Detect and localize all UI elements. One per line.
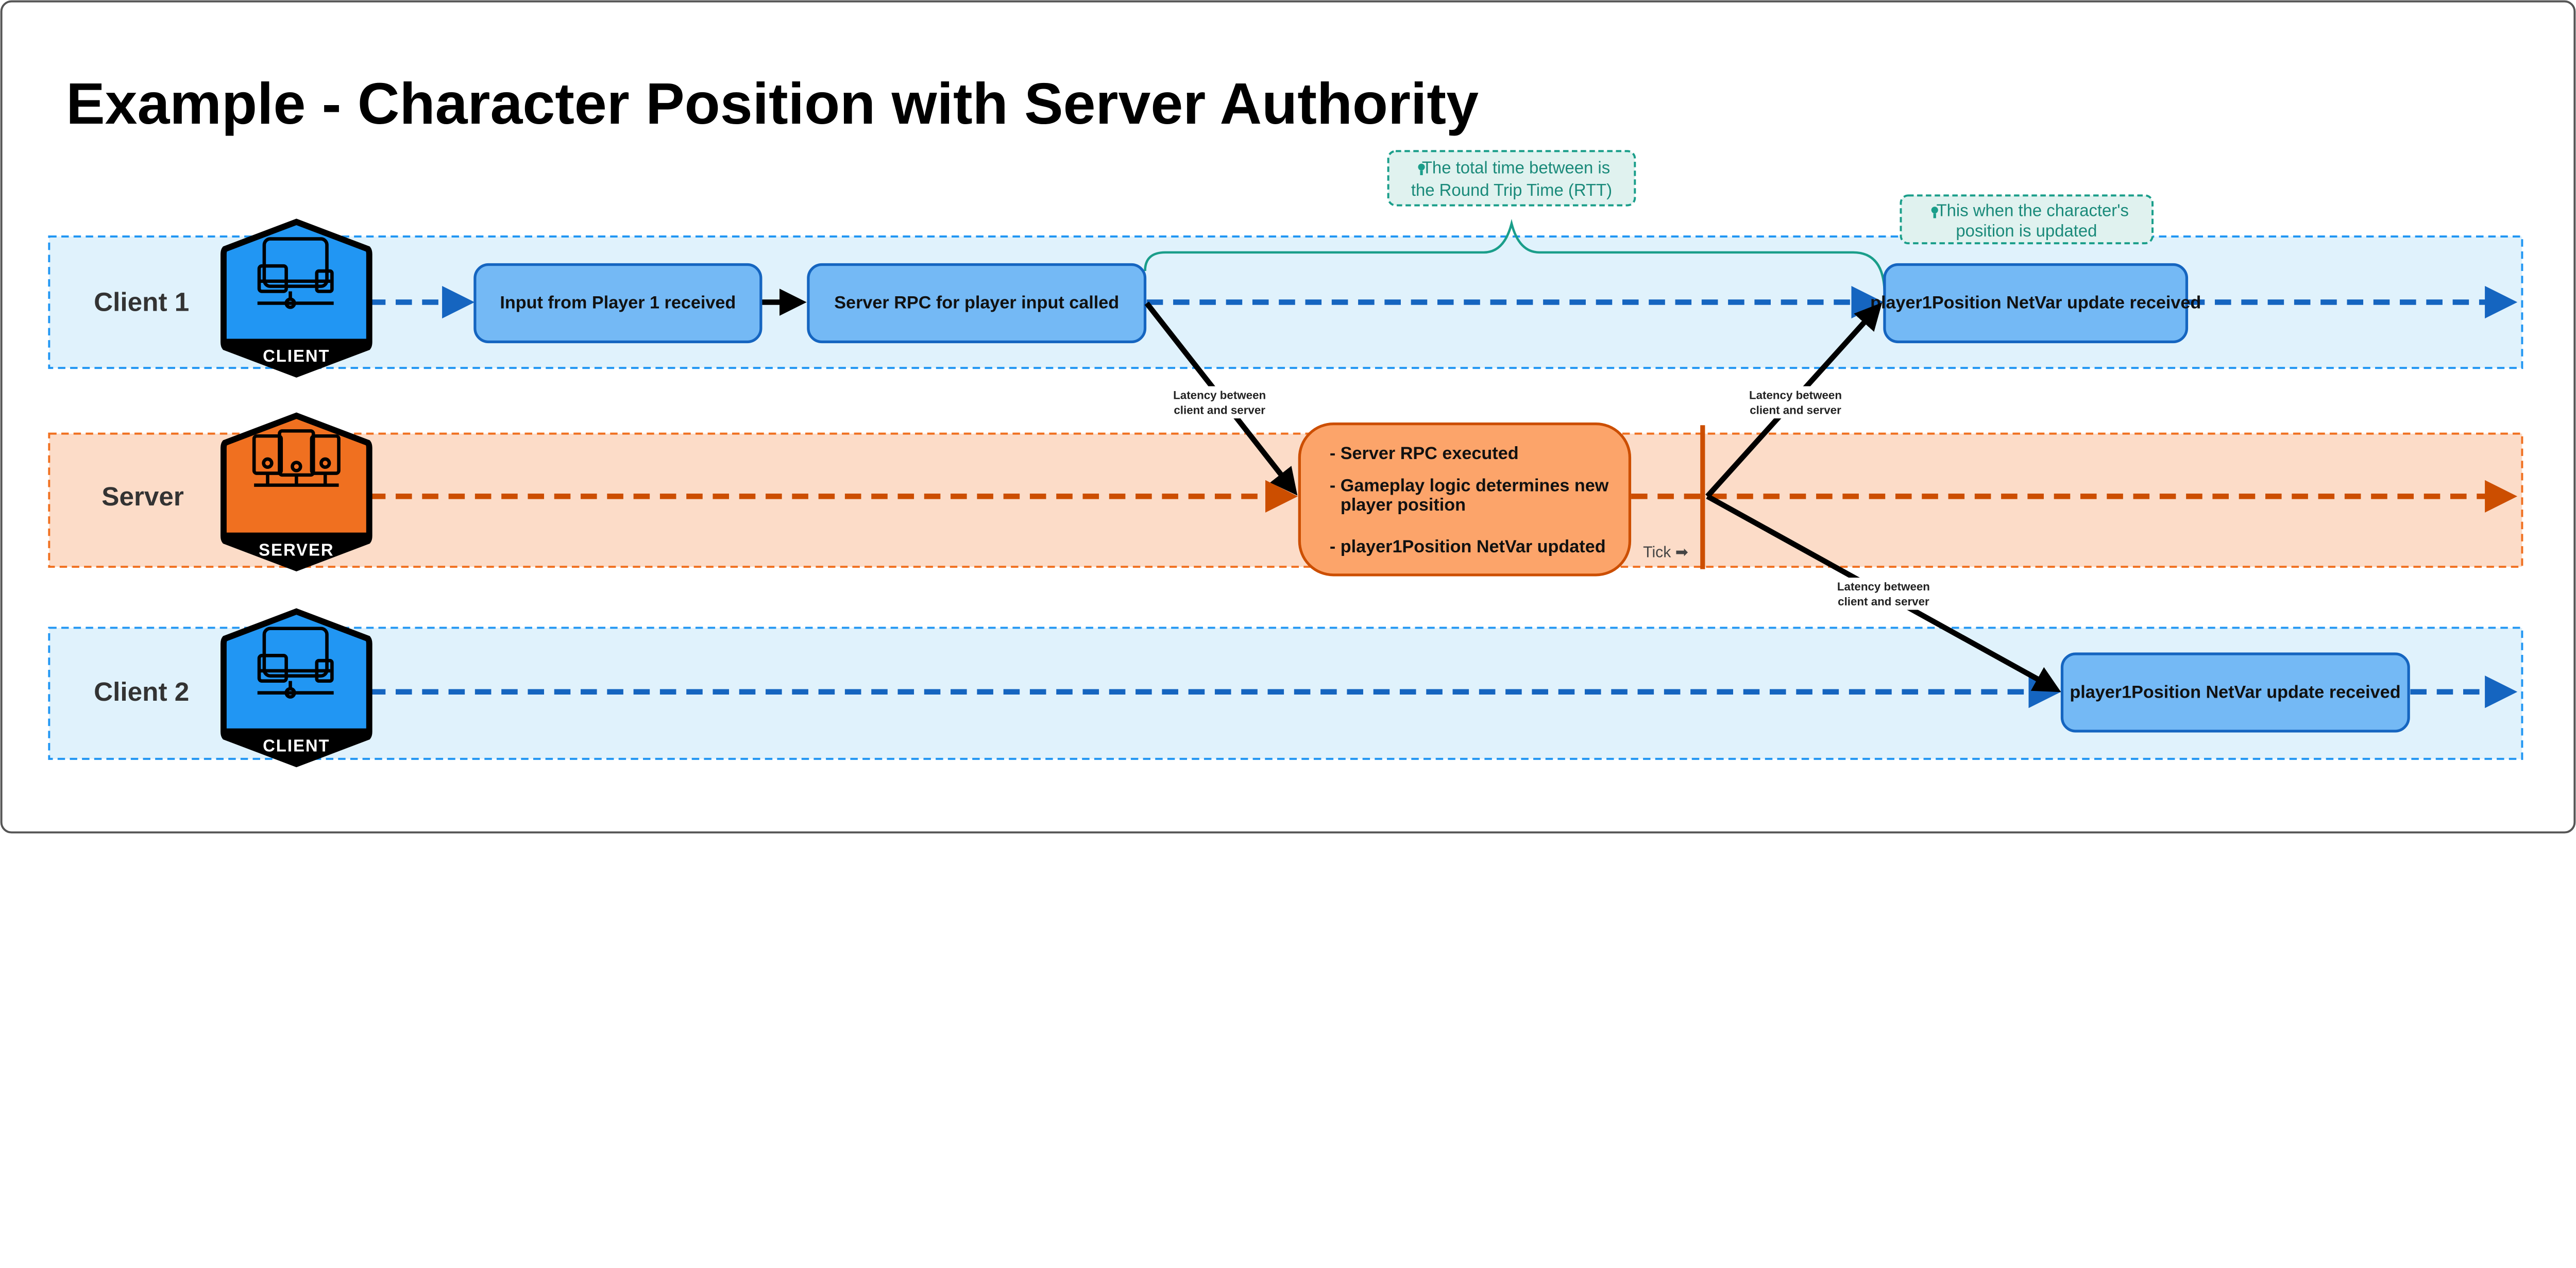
lane-label-client2: Client 2 bbox=[94, 677, 189, 706]
server-step: - Gameplay logic determines new bbox=[1330, 476, 1609, 495]
lane-label-client1: Client 1 bbox=[94, 288, 189, 317]
rpc-called-box: Server RPC for player input called bbox=[807, 263, 1147, 344]
server-badge-label: SERVER bbox=[259, 540, 334, 559]
lane-label-server: Server bbox=[101, 482, 184, 511]
client2-badge: CLIENT bbox=[224, 612, 369, 764]
lightbulb-icon bbox=[1931, 207, 1938, 218]
svg-text:- Server RPC executed -: - Server RPC executed - Gameplay logic d… bbox=[1330, 444, 1614, 556]
server-rack-icon bbox=[252, 429, 341, 487]
svg-text:player1Position NetVar update: player1Position NetVar update received bbox=[2070, 683, 2400, 702]
input-received-box: Input from Player 1 received bbox=[473, 263, 762, 344]
devices-icon bbox=[257, 627, 334, 699]
svg-text:Server RPC for player input ca: Server RPC for player input called bbox=[834, 293, 1119, 312]
diagram-canvas: Example - Character Position with Server… bbox=[0, 0, 2576, 834]
server-step: player position bbox=[1341, 495, 1466, 515]
server-processing-box: - Server RPC executed - Gameplay logic d… bbox=[1298, 422, 1632, 577]
page-title: Example - Character Position with Server… bbox=[66, 71, 1479, 136]
server-badge: SERVER bbox=[224, 416, 369, 568]
devices-icon bbox=[257, 237, 334, 309]
client1-update-box: player1Position NetVar update received bbox=[1870, 263, 2201, 344]
client1-badge: CLIENT bbox=[224, 222, 369, 375]
svg-text:player1Position NetVar update: player1Position NetVar update received bbox=[1870, 293, 2201, 312]
client2-update-box: player1Position NetVar update received bbox=[2060, 652, 2410, 733]
tick-label: Tick ➡ bbox=[1643, 544, 1688, 561]
svg-text:Input from Player 1 received: Input from Player 1 received bbox=[500, 293, 736, 312]
client2-badge-label: CLIENT bbox=[263, 736, 330, 755]
lightbulb-icon bbox=[1418, 163, 1425, 175]
rtt-brace bbox=[1144, 218, 1886, 295]
server-step: - Server RPC executed bbox=[1330, 444, 1519, 463]
client1-badge-label: CLIENT bbox=[263, 346, 330, 365]
server-lane bbox=[48, 432, 2523, 568]
server-step: - player1Position NetVar updated bbox=[1330, 537, 1606, 556]
